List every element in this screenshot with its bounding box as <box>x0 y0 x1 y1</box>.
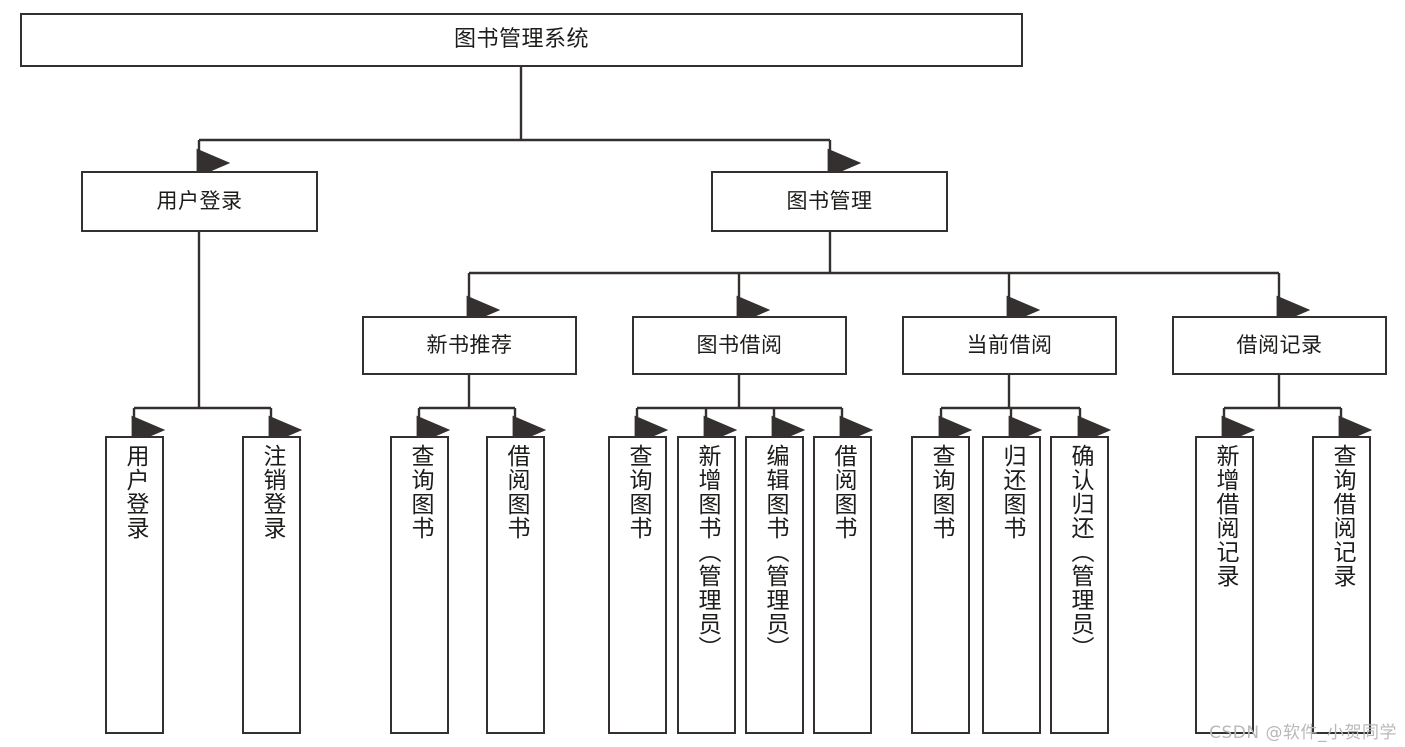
leaf-record-add-record[interactable]: 新增借阅记录 <box>1195 436 1254 734</box>
node-book-management[interactable]: 图书管理 <box>711 171 948 232</box>
node-label: 借阅图书 <box>830 444 856 540</box>
node-book-borrow[interactable]: 图书借阅 <box>632 316 847 375</box>
node-borrow-record[interactable]: 借阅记录 <box>1172 316 1387 375</box>
node-label: 查询图书 <box>407 444 433 540</box>
leaf-user-logout[interactable]: 注销登录 <box>242 436 301 734</box>
node-label: 借阅记录 <box>1236 332 1323 357</box>
node-label: 当前借阅 <box>966 332 1053 357</box>
watermark: CSDN @软件_小贺同学 <box>1209 723 1397 743</box>
node-label: 查询图书 <box>928 444 954 540</box>
node-label: 编辑图书（管理员） <box>762 444 788 660</box>
node-label: 新增图书（管理员） <box>694 444 720 660</box>
node-label: 新书推荐 <box>426 332 513 357</box>
leaf-borrow-borrow-book[interactable]: 借阅图书 <box>813 436 872 734</box>
leaf-current-confirm-return-admin[interactable]: 确认归还（管理员） <box>1050 436 1109 734</box>
leaf-current-query-book[interactable]: 查询图书 <box>911 436 970 734</box>
node-user-login[interactable]: 用户登录 <box>81 171 318 232</box>
node-label: 查询借阅记录 <box>1329 444 1355 588</box>
node-label: 图书借阅 <box>696 332 783 357</box>
node-label: 注销登录 <box>259 444 285 540</box>
node-label: 用户登录 <box>156 188 243 213</box>
node-label: 图书管理 <box>786 188 873 213</box>
node-root-system[interactable]: 图书管理系统 <box>20 13 1023 67</box>
leaf-recommend-query-book[interactable]: 查询图书 <box>390 436 449 734</box>
leaf-borrow-query-book[interactable]: 查询图书 <box>608 436 667 734</box>
leaf-recommend-borrow-book[interactable]: 借阅图书 <box>486 436 545 734</box>
node-label: 确认归还（管理员） <box>1067 444 1093 660</box>
node-label: 用户登录 <box>122 444 148 540</box>
leaf-user-login[interactable]: 用户登录 <box>105 436 164 734</box>
leaf-borrow-add-book-admin[interactable]: 新增图书（管理员） <box>677 436 736 734</box>
leaf-borrow-edit-book-admin[interactable]: 编辑图书（管理员） <box>745 436 804 734</box>
leaf-current-return-book[interactable]: 归还图书 <box>982 436 1041 734</box>
node-label: 查询图书 <box>625 444 651 540</box>
node-current-borrow[interactable]: 当前借阅 <box>902 316 1117 375</box>
node-new-book-recommend[interactable]: 新书推荐 <box>362 316 577 375</box>
node-label: 借阅图书 <box>503 444 529 540</box>
node-label: 归还图书 <box>999 444 1025 540</box>
node-label: 新增借阅记录 <box>1212 444 1238 588</box>
leaf-record-query-record[interactable]: 查询借阅记录 <box>1312 436 1371 734</box>
node-label: 图书管理系统 <box>453 26 589 52</box>
